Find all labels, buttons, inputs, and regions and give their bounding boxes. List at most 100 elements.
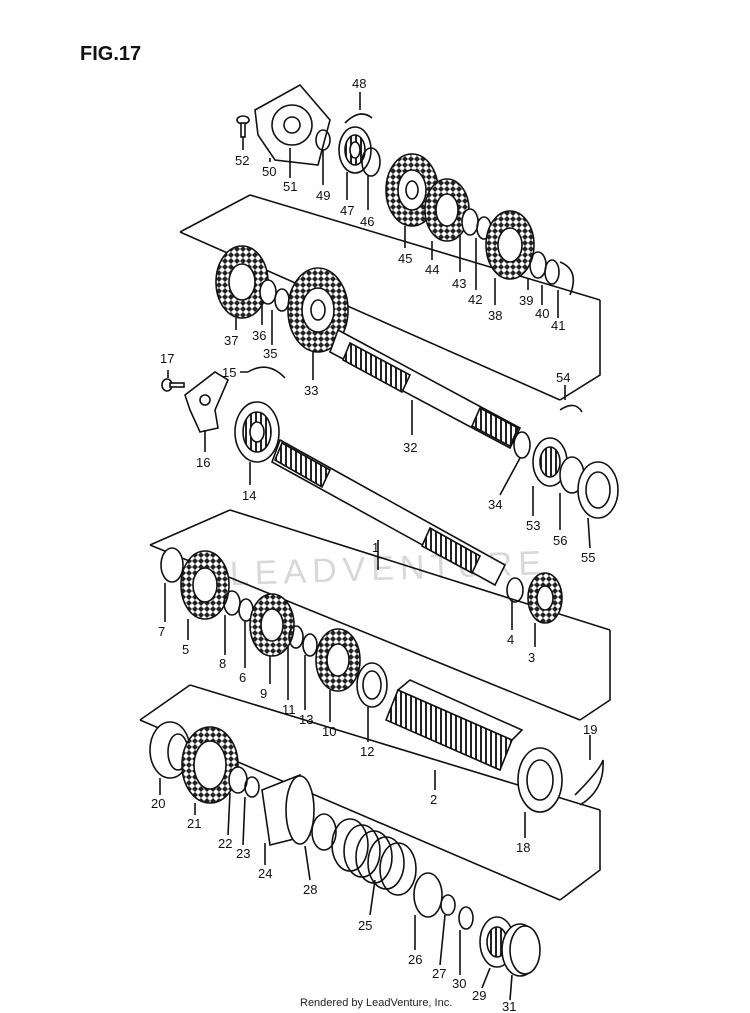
callout-56: 56 <box>553 533 567 548</box>
callout-15: 15 <box>222 365 236 380</box>
callout-28: 28 <box>303 882 317 897</box>
washer-34 <box>513 431 531 459</box>
bearing-retainer-16 <box>184 371 230 433</box>
callout-20: 20 <box>151 796 165 811</box>
countershaft-32 <box>329 328 522 450</box>
washer-11 <box>288 625 304 649</box>
circlip-13 <box>302 633 318 657</box>
callout-29: 29 <box>472 988 486 1003</box>
callout-49: 49 <box>316 188 330 203</box>
callout-5: 5 <box>182 642 189 657</box>
washer-8 <box>223 590 241 616</box>
primary-driven-gear-21 <box>181 726 239 804</box>
washer-46 <box>361 147 381 177</box>
callout-2: 2 <box>430 792 437 807</box>
callout-36: 36 <box>252 328 266 343</box>
group-frame-clutch <box>139 684 601 901</box>
callout-7: 7 <box>158 624 165 639</box>
callout-27: 27 <box>432 966 446 981</box>
callout-23: 23 <box>236 846 250 861</box>
callout-17: 17 <box>160 351 174 366</box>
figure-title: FIG.17 <box>80 43 141 65</box>
callout-1: 1 <box>372 540 379 555</box>
clutch-hub-28 <box>311 813 337 851</box>
callout-38: 38 <box>488 308 502 323</box>
callout-6: 6 <box>239 670 246 685</box>
callout-39: 39 <box>519 293 533 308</box>
bearing-18 <box>517 747 563 813</box>
callout-4: 4 <box>507 632 514 647</box>
circlip-19 <box>574 759 604 806</box>
gear-9 <box>249 593 295 657</box>
callout-48: 48 <box>352 76 366 91</box>
bearing-cover-plate <box>254 83 331 166</box>
clutch-sleeve-hub-24 <box>261 773 315 846</box>
callout-34: 34 <box>488 497 502 512</box>
bushing-12 <box>356 662 388 708</box>
callout-13: 13 <box>299 712 313 727</box>
washer-27 <box>440 894 456 916</box>
mainshaft-2 <box>384 679 524 772</box>
drive-shaft-1 <box>271 438 507 587</box>
gear-38 <box>485 210 535 280</box>
callout-42: 42 <box>468 292 482 307</box>
washer-35 <box>274 288 290 312</box>
callout-33: 33 <box>304 383 318 398</box>
gear-3 <box>527 572 563 624</box>
washer-4 <box>506 577 524 603</box>
callout-46: 46 <box>360 214 374 229</box>
gear-37 <box>215 245 269 319</box>
callout-53: 53 <box>526 518 540 533</box>
washer-23 <box>244 776 260 798</box>
callout-18: 18 <box>516 840 530 855</box>
callout-25: 25 <box>358 918 372 933</box>
circlip-15 <box>247 366 286 379</box>
callout-11: 11 <box>282 702 296 717</box>
callout-21: 21 <box>187 816 201 831</box>
callout-31: 31 <box>502 999 516 1013</box>
callout-47: 47 <box>340 203 354 218</box>
callout-10: 10 <box>322 724 336 739</box>
bearing-14 <box>234 401 280 463</box>
callout-32: 32 <box>403 440 417 455</box>
callout-24: 24 <box>258 866 272 881</box>
circlip-48 <box>344 113 373 124</box>
callout-9: 9 <box>260 686 267 701</box>
washer-39 <box>529 251 547 279</box>
callout-19: 19 <box>583 722 597 737</box>
bushing-7 <box>160 547 184 583</box>
cap-31 <box>501 923 541 977</box>
callout-54: 54 <box>556 370 570 385</box>
bushing-22 <box>228 766 248 794</box>
callout-40: 40 <box>535 306 549 321</box>
callout-35: 35 <box>263 346 277 361</box>
callout-labels: 52 50 51 49 47 46 48 45 44 43 42 38 39 4… <box>151 76 597 1013</box>
callout-26: 26 <box>408 952 422 967</box>
circlip-41 <box>559 261 575 296</box>
callout-30: 30 <box>452 976 466 991</box>
gear-33 <box>287 267 349 353</box>
gear-44 <box>424 178 470 242</box>
circlip-30 <box>458 906 474 930</box>
gear-10 <box>315 628 361 692</box>
group-frame-countershaft <box>179 194 601 401</box>
callout-44: 44 <box>425 262 439 277</box>
callout-55: 55 <box>581 550 595 565</box>
callout-51: 51 <box>283 179 297 194</box>
pressure-plate-26 <box>413 872 443 918</box>
callout-50: 50 <box>262 164 276 179</box>
washer-40 <box>544 259 560 285</box>
callout-14: 14 <box>242 488 256 503</box>
footer-credit: Rendered by LeadVenture, Inc. <box>300 997 452 1009</box>
callout-8: 8 <box>219 656 226 671</box>
callout-3: 3 <box>528 650 535 665</box>
bushing-43 <box>461 208 479 236</box>
callout-43: 43 <box>452 276 466 291</box>
group-frame-mainshaft <box>149 509 611 721</box>
circlip-54 <box>559 404 583 413</box>
gear-5 <box>180 550 230 620</box>
leader-lines <box>159 92 591 1001</box>
callout-16: 16 <box>196 455 210 470</box>
